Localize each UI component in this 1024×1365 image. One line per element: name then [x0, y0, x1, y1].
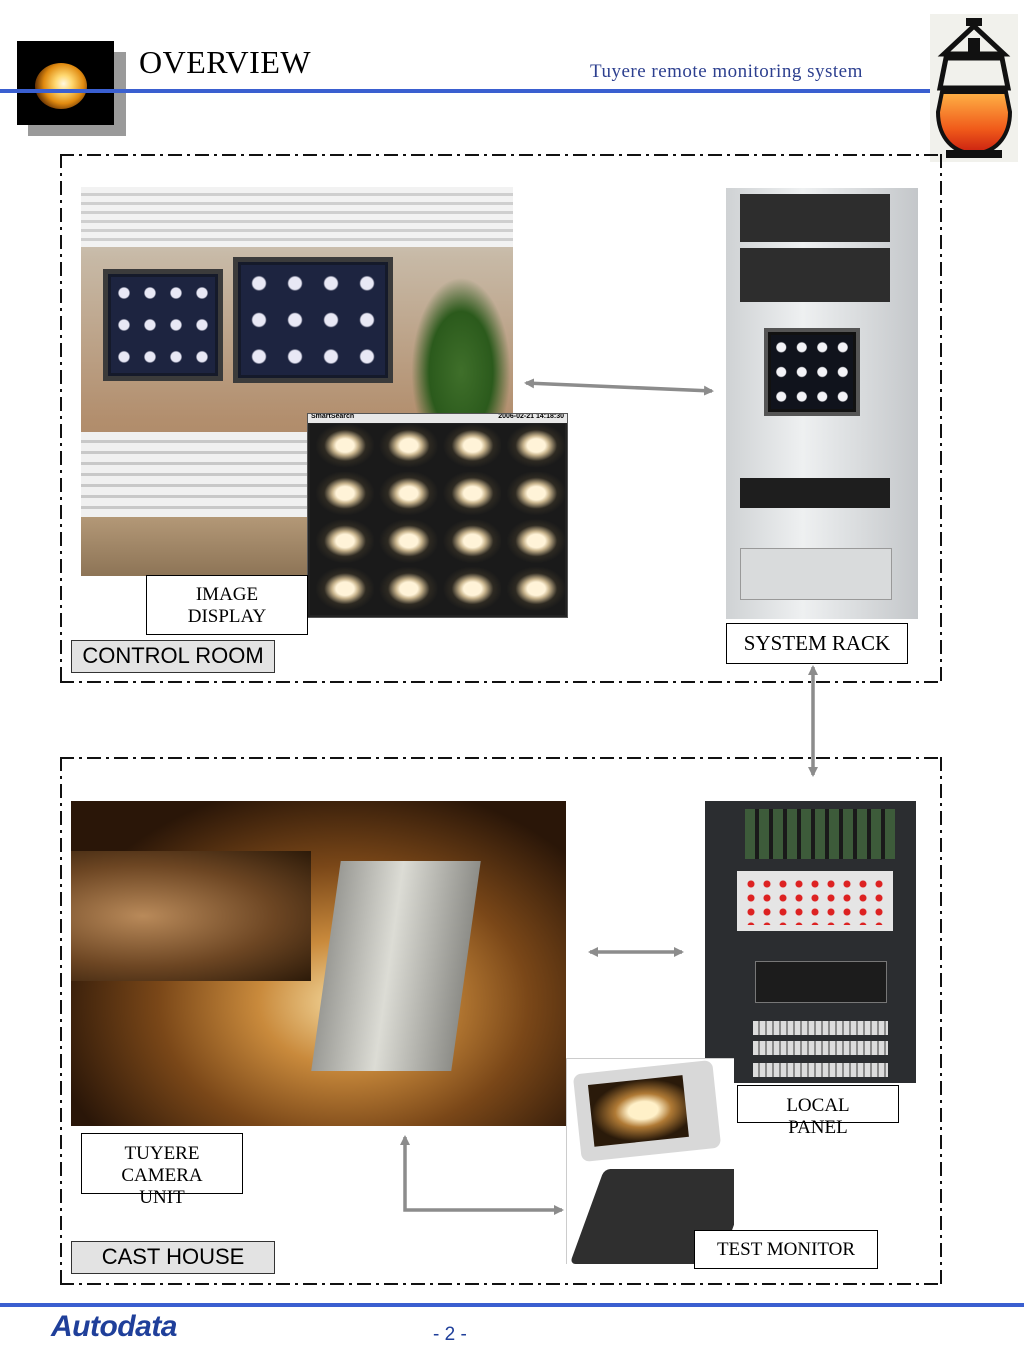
smartsearch-screenshot: SmartSearch 2006-02-21 14:18:30 — [307, 413, 568, 618]
test-monitor-label: TEST MONITOR — [694, 1230, 878, 1269]
control-room-label: CONTROL ROOM — [71, 640, 275, 673]
smartsearch-title: SmartSearch — [311, 413, 355, 420]
system-rack-label: SYSTEM RACK — [726, 623, 908, 664]
system-rack-photo — [726, 188, 918, 619]
header-rule — [0, 89, 930, 93]
blast-furnace-icon — [930, 14, 1018, 162]
local-panel-photo — [705, 801, 916, 1083]
footer-rule — [0, 1303, 1024, 1307]
smartsearch-timestamp: 2006-02-21 14:18:30 — [498, 413, 564, 420]
local-panel-label: LOCAL PANEL — [737, 1085, 899, 1138]
cast-house-label: CAST HOUSE — [71, 1241, 275, 1274]
image-display-label: IMAGE DISPLAY — [146, 575, 308, 635]
tuyere-camera-label: TUYERE CAMERA UNIT — [81, 1133, 243, 1208]
page-subtitle: Tuyere remote monitoring system — [590, 61, 863, 82]
autodata-logo: Autodata — [51, 1310, 178, 1343]
test-monitor-photo — [566, 1058, 734, 1264]
page-number: - 2 - — [433, 1324, 467, 1345]
tuyere-camera-photo — [71, 801, 566, 1126]
tuyere-flame-icon — [17, 41, 114, 125]
page-title: OVERVIEW — [139, 44, 312, 80]
control-room-photo — [81, 187, 513, 576]
